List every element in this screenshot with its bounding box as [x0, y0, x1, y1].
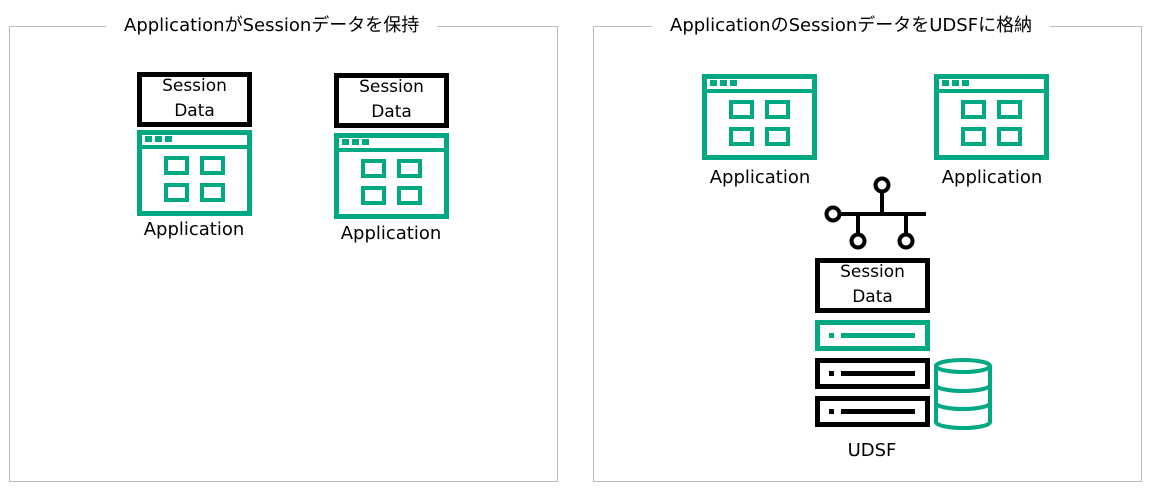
server-icon	[815, 320, 930, 351]
application-label: Application	[143, 219, 245, 240]
session-data-line2: Data	[852, 287, 893, 307]
application-window-icon	[702, 74, 817, 160]
left-panel-title: ApplicationがSessionデータを保持	[106, 14, 438, 38]
session-data-box: Session Data	[137, 72, 252, 127]
server-icon	[815, 358, 930, 389]
session-data-line2: Data	[174, 101, 215, 121]
database-icon	[934, 358, 992, 430]
server-icon	[815, 396, 930, 427]
application-window-icon	[934, 74, 1049, 160]
udsf-label: UDSF	[847, 440, 897, 461]
application-label: Application	[709, 167, 811, 188]
application-label: Application	[340, 223, 442, 244]
application-label: Application	[941, 167, 1043, 188]
application-window-icon	[137, 130, 252, 216]
session-data-line1: Session	[162, 76, 227, 96]
session-data-box: Session Data	[334, 73, 449, 128]
right-panel-title: ApplicationのSessionデータをUDSFに格納	[652, 14, 1051, 38]
network-hub-icon	[824, 176, 926, 250]
session-data-line1: Session	[840, 262, 905, 282]
session-data-line2: Data	[371, 102, 412, 122]
right-panel: ApplicationのSessionデータをUDSFに格納	[593, 14, 1142, 482]
session-data-line1: Session	[359, 77, 424, 97]
left-panel: ApplicationがSessionデータを保持	[9, 14, 558, 482]
application-window-icon	[334, 133, 449, 219]
session-data-box: Session Data	[815, 258, 930, 313]
